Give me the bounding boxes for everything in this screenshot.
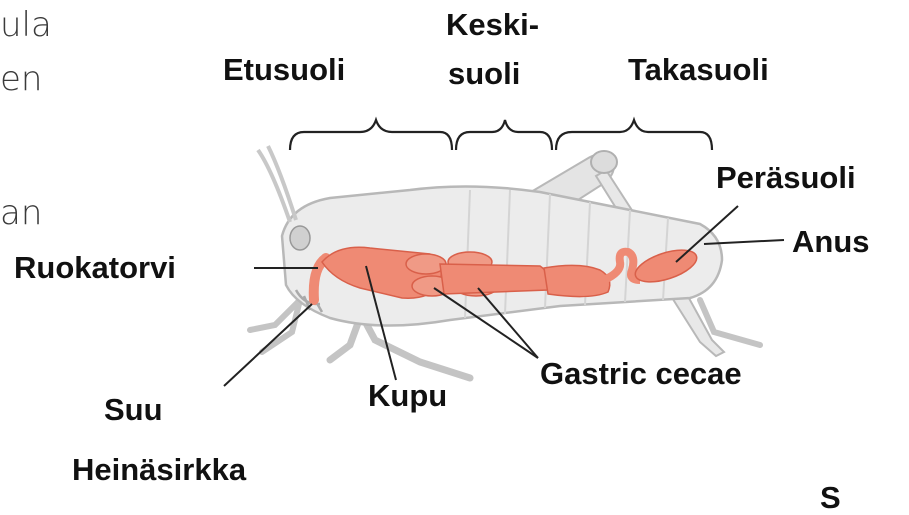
antenna-2 [268, 146, 296, 220]
label-esophagus: Ruokatorvi [14, 252, 176, 285]
hindgut-organ [544, 265, 610, 296]
front-leg [250, 300, 300, 352]
leader-mouth [224, 304, 312, 386]
label-rectum: Peräsuoli [716, 162, 856, 195]
brace-hindgut [556, 120, 712, 150]
section-braces [290, 120, 712, 150]
label-foregut: Etusuoli [223, 54, 345, 87]
label-gastric-cecae: Gastric cecae [540, 358, 742, 391]
caption-grasshopper: Heinäsirkka [72, 454, 246, 487]
label-hindgut: Takasuoli [628, 54, 769, 87]
brace-foregut [290, 120, 452, 150]
label-anus: Anus [792, 226, 870, 259]
hind-leg-knee [591, 151, 617, 173]
midgut-organ [440, 264, 549, 294]
label-crop: Kupu [368, 380, 447, 413]
label-midgut-line2: suoli [448, 58, 520, 91]
label-midgut-line1: Keski- [446, 9, 539, 42]
edge-text-fragment-4: S [820, 482, 841, 515]
label-mouth: Suu [104, 394, 163, 427]
brace-midgut [456, 120, 552, 150]
eye [290, 226, 310, 250]
